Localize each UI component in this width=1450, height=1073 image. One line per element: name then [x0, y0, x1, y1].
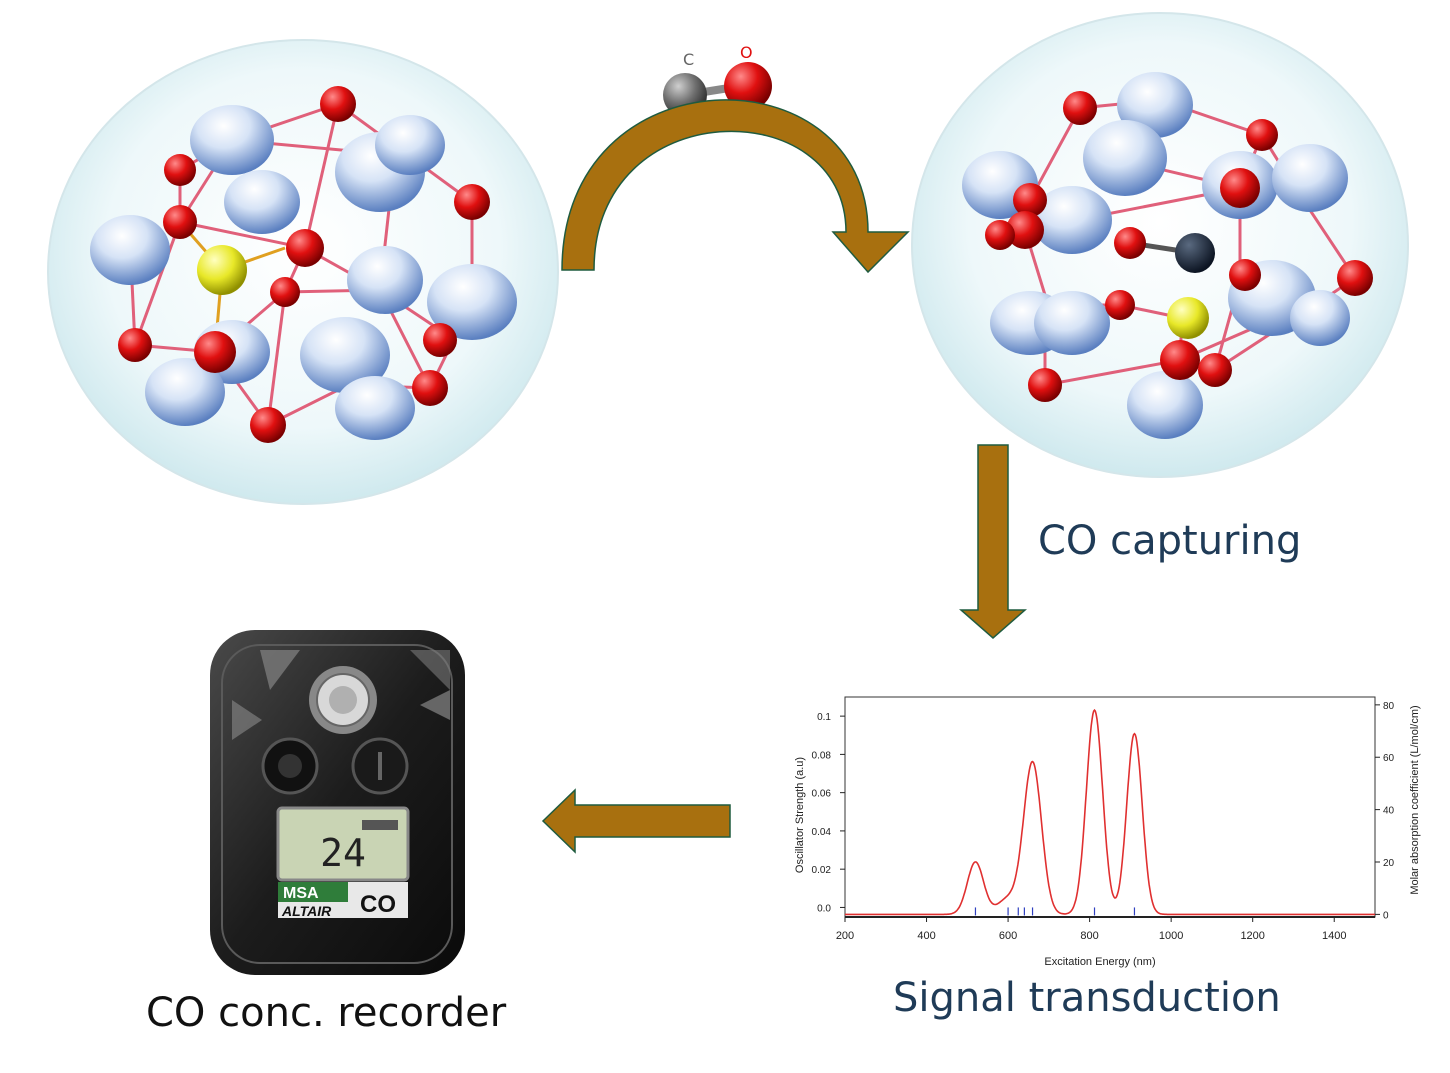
- chart-ylabel: Oscillator Strength (a.u): [794, 757, 806, 873]
- down-arrow: [959, 444, 1027, 639]
- label-co-capturing: CO capturing: [1038, 518, 1302, 564]
- device-model: ALTAIR: [281, 903, 332, 919]
- y-tick-label: 0.0: [817, 903, 831, 914]
- x-tick-label: 1200: [1240, 930, 1264, 942]
- chart-xlabel: Excitation Energy (nm): [1044, 956, 1155, 968]
- label-co-recorder: CO conc. recorder: [146, 990, 507, 1036]
- chart-y-ticks: 0.0 0.02 0.04 0.06 0.08 0.1: [812, 712, 845, 914]
- device-reading: 24: [320, 831, 366, 875]
- y-tick-label: 0.02: [812, 865, 832, 876]
- chart-x-ticks: 200 400 600 800 1000 1200 1400: [836, 917, 1346, 942]
- spectrum-chart: 0.0 0.02 0.04 0.06 0.08 0.1 0 20 40 60 80 200 400 6…: [794, 696, 1421, 968]
- chart-y2-ticks: 0 20 40 60 80: [1375, 701, 1395, 921]
- left-arrow: [541, 788, 731, 854]
- cluster-after-metal-atoms: [962, 72, 1350, 439]
- cluster-before-metal-atoms: [90, 105, 517, 440]
- co-label-o: O: [740, 43, 753, 62]
- chart-sticks: [974, 907, 1136, 916]
- cluster-after: [911, 12, 1409, 478]
- label-signal-transduction: Signal transduction: [893, 975, 1281, 1021]
- co-label-c: C: [683, 50, 694, 69]
- cluster-before-dopant-atom: [197, 245, 247, 295]
- adsorbed-co: [1114, 227, 1215, 273]
- x-tick-label: 1400: [1322, 930, 1346, 942]
- device-brand: MSA: [283, 885, 319, 902]
- x-tick-label: 200: [836, 930, 854, 942]
- y2-tick-label: 40: [1383, 806, 1395, 817]
- y-tick-label: 0.08: [812, 750, 832, 761]
- x-tick-label: 800: [1080, 930, 1098, 942]
- cluster-before: [47, 39, 559, 505]
- cluster-before-oxygen-atoms: [118, 86, 490, 443]
- oxygen-atom: [724, 62, 772, 110]
- curved-arrow: [561, 99, 910, 274]
- x-tick-label: 600: [999, 930, 1017, 942]
- co-recorder-device: 24 MSA ALTAIR CO: [210, 630, 465, 975]
- y-tick-label: 0.06: [812, 789, 832, 800]
- y-tick-label: 0.04: [812, 827, 832, 838]
- spectrum-line: [845, 708, 1375, 916]
- device-gas: CO: [360, 891, 396, 918]
- y2-tick-label: 20: [1383, 858, 1395, 869]
- y2-tick-label: 60: [1383, 753, 1395, 764]
- x-tick-label: 1000: [1159, 930, 1183, 942]
- cluster-after-oxygen-atoms: [985, 91, 1373, 402]
- y2-tick-label: 0: [1383, 910, 1389, 921]
- chart-y2label: Molar absorption coefficient (L/mol/cm): [1409, 705, 1421, 894]
- y2-tick-label: 80: [1383, 701, 1395, 712]
- x-tick-label: 400: [917, 930, 935, 942]
- cluster-after-dopant-atom: [1167, 297, 1209, 339]
- y-tick-label: 0.1: [817, 712, 831, 723]
